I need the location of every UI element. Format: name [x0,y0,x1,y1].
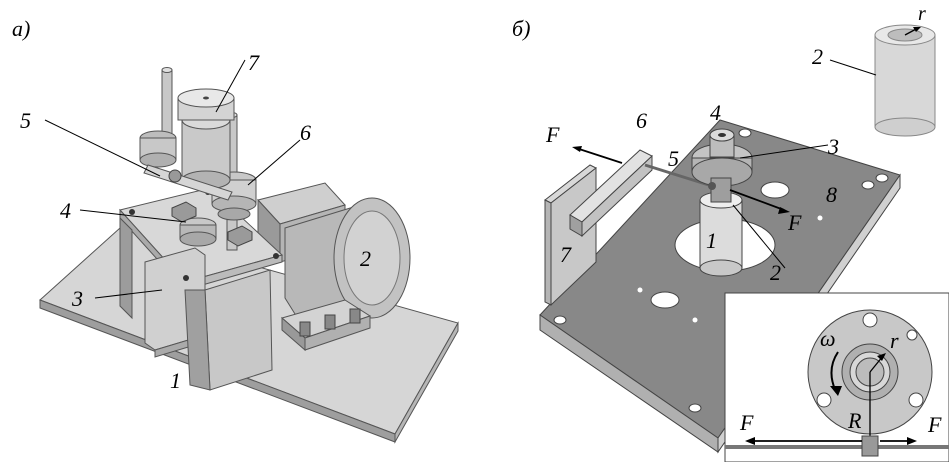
panel-a-drawing [39,59,459,444]
part-label-b-bar: 6 [636,108,647,133]
inner-radius-label: r [890,328,899,353]
top-mechanism [139,67,257,251]
part-label-b-sleeve: 2 [770,260,781,285]
panel-b-label: б) [512,16,531,41]
part-label-b-rod: 5 [668,146,679,171]
inset-force-label-right: F [928,412,942,437]
inset-force-label-left: F [740,410,754,435]
motor [257,182,411,352]
part-label-housing: 3 [72,286,83,311]
part-label-motor: 2 [360,246,371,271]
part-label-b-nut: 4 [710,100,721,125]
panel-b-leaders [732,59,877,269]
part-label-b-flange: 3 [828,134,839,159]
force-arrows [572,146,790,214]
part-label-shaft: 4 [60,198,71,223]
inset [724,292,949,462]
outer-radius-label: R [848,408,862,433]
sleeve-part-label: 2 [812,44,823,69]
sleeve [874,24,936,137]
part-label-lever: 5 [20,108,31,133]
omega-label: ω [820,326,836,351]
base-plate-side [394,321,459,444]
sleeve-radius-label: r [918,3,926,25]
panel-a-leaders [44,59,301,299]
rod [644,163,713,188]
part-label-weight: 7 [248,50,259,75]
panel-a-label: а) [12,16,31,41]
part-label-b-plate: 8 [826,182,837,207]
force-label-left: F [546,122,560,147]
force-label-right: F [788,210,802,235]
part-label-b-shaft: 1 [706,228,717,253]
panel-b-drawing [539,24,949,462]
part-label-column: 6 [300,120,311,145]
part-label-base: 1 [170,368,181,393]
part-label-b-bracket: 7 [560,242,571,267]
